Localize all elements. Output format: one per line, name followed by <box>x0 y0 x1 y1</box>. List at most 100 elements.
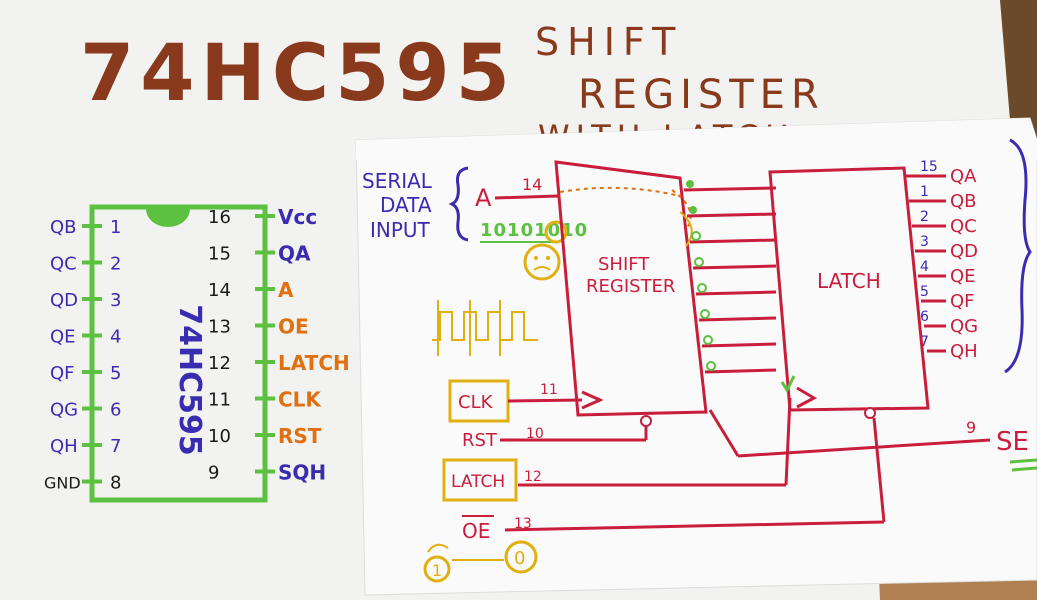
rst-bubble <box>640 415 652 427</box>
title-group: 74HC595 - SHIFT REGISTER WITH LATCH <box>80 20 825 156</box>
serial-brace <box>448 166 469 242</box>
right-pin-number: 14 <box>208 280 231 301</box>
serial-input-label: SERIAL DATA INPUT <box>362 166 469 242</box>
output-pin: 4 <box>920 259 929 275</box>
output-pin: 3 <box>920 234 929 250</box>
shift-label-2: REGISTER <box>586 276 675 297</box>
check-icon <box>780 375 796 394</box>
left-pin-number: 3 <box>110 290 121 311</box>
left-pin-label: QB <box>50 217 77 238</box>
left-pin-number: 2 <box>110 254 121 275</box>
parallel-line <box>701 342 777 348</box>
title-dash: - <box>462 26 482 82</box>
bit-marker <box>706 361 716 371</box>
parallel-line <box>698 316 777 322</box>
left-pin-label: QC <box>50 254 77 275</box>
right-pin-label: QA <box>278 242 311 266</box>
oe-zero: 0 <box>514 548 525 569</box>
green-mark-1 <box>1009 458 1037 464</box>
left-pin-number: 7 <box>110 436 121 457</box>
title-line2: REGISTER <box>578 72 825 118</box>
output-label: QB <box>950 191 977 212</box>
right-pin-number: 11 <box>208 390 231 411</box>
output-pin: 1 <box>920 184 929 200</box>
bit-marker <box>689 206 697 214</box>
parallel-line <box>683 186 777 192</box>
a-pin-number: 14 <box>522 175 542 194</box>
chip-label: 74HC595 <box>172 304 207 456</box>
parallel-line <box>692 264 777 270</box>
right-pin-number: 10 <box>208 426 231 447</box>
right-pin-label: LATCH <box>278 351 350 375</box>
output-pin: 15 <box>920 159 938 175</box>
shift-clock-triangle <box>581 390 604 410</box>
serial-line3: INPUT <box>370 218 431 242</box>
face-mouth <box>533 266 551 271</box>
bit-marker <box>694 257 704 267</box>
output-label: QF <box>950 291 975 312</box>
bit-marker <box>697 283 707 293</box>
latch-clock-triangle <box>796 386 818 409</box>
output-pin: 7 <box>920 334 929 350</box>
right-pin-label: Vcc <box>278 205 317 229</box>
left-pin-label: QH <box>50 436 78 457</box>
oe-wire <box>504 520 885 532</box>
latch-box-label: LATCH <box>817 269 881 293</box>
shift-register-box <box>554 160 708 417</box>
face-eye-right <box>546 256 550 260</box>
rst-pin: 10 <box>526 426 544 442</box>
output-label: QC <box>950 216 977 237</box>
right-pin-label: A <box>278 278 294 302</box>
parallel-lines <box>683 180 777 374</box>
oe-zero-circle <box>504 540 538 574</box>
right-pin-number: 13 <box>208 317 231 338</box>
bit-marker <box>700 309 710 319</box>
oe-wire-up <box>872 417 886 523</box>
right-pin-number: 9 <box>208 463 219 484</box>
serial-line1: SERIAL <box>362 169 433 193</box>
left-pin-label: QF <box>50 363 75 384</box>
right-pin-label: SQH <box>278 461 326 485</box>
parallel-line <box>704 368 777 374</box>
clock-wave-sketch <box>432 300 538 356</box>
oe-one: 1 <box>432 561 442 580</box>
output-label: QG <box>950 316 978 337</box>
sad-face-icon <box>523 243 561 281</box>
bit-marker <box>686 180 694 188</box>
title-line1: SHIFT <box>535 20 683 64</box>
output-pin: 5 <box>920 284 929 300</box>
face-eye-left <box>534 256 538 260</box>
wave-line <box>432 311 538 341</box>
left-pin-label: QD <box>50 290 78 311</box>
parallel-line <box>689 238 777 244</box>
oe-label: OE <box>462 519 490 543</box>
pinout-chip: 74HC595 <box>89 204 268 503</box>
clk-wire <box>507 398 583 403</box>
green-mark-2 <box>1011 466 1037 472</box>
parallel-line <box>686 212 777 218</box>
sq-wire <box>737 438 991 458</box>
left-pin-number: 5 <box>110 363 121 384</box>
serial-line2: DATA <box>380 193 432 217</box>
front-paper-sheet <box>355 117 1037 596</box>
oe-pin: 13 <box>514 516 532 532</box>
output-label: QA <box>950 166 977 187</box>
right-pin-number: 15 <box>208 244 231 265</box>
right-pin-number: 16 <box>208 207 231 228</box>
latch-box <box>768 166 930 412</box>
left-pin-number: 4 <box>110 327 121 348</box>
rst-label: RST <box>462 430 498 451</box>
left-pin-number: 8 <box>110 473 121 494</box>
bit-highlight-circle <box>544 220 568 244</box>
clk-pin: 11 <box>540 382 558 398</box>
shift-label-1: SHIFT <box>598 254 650 275</box>
shift-arrow-1 <box>559 186 681 197</box>
bit-marker <box>703 335 713 345</box>
shift-arrow-3 <box>679 211 693 247</box>
right-pin-label: RST <box>278 424 322 448</box>
left-pin-number: 1 <box>110 217 121 238</box>
chip-outline <box>89 204 268 503</box>
latch-oe-bubble <box>864 407 876 419</box>
